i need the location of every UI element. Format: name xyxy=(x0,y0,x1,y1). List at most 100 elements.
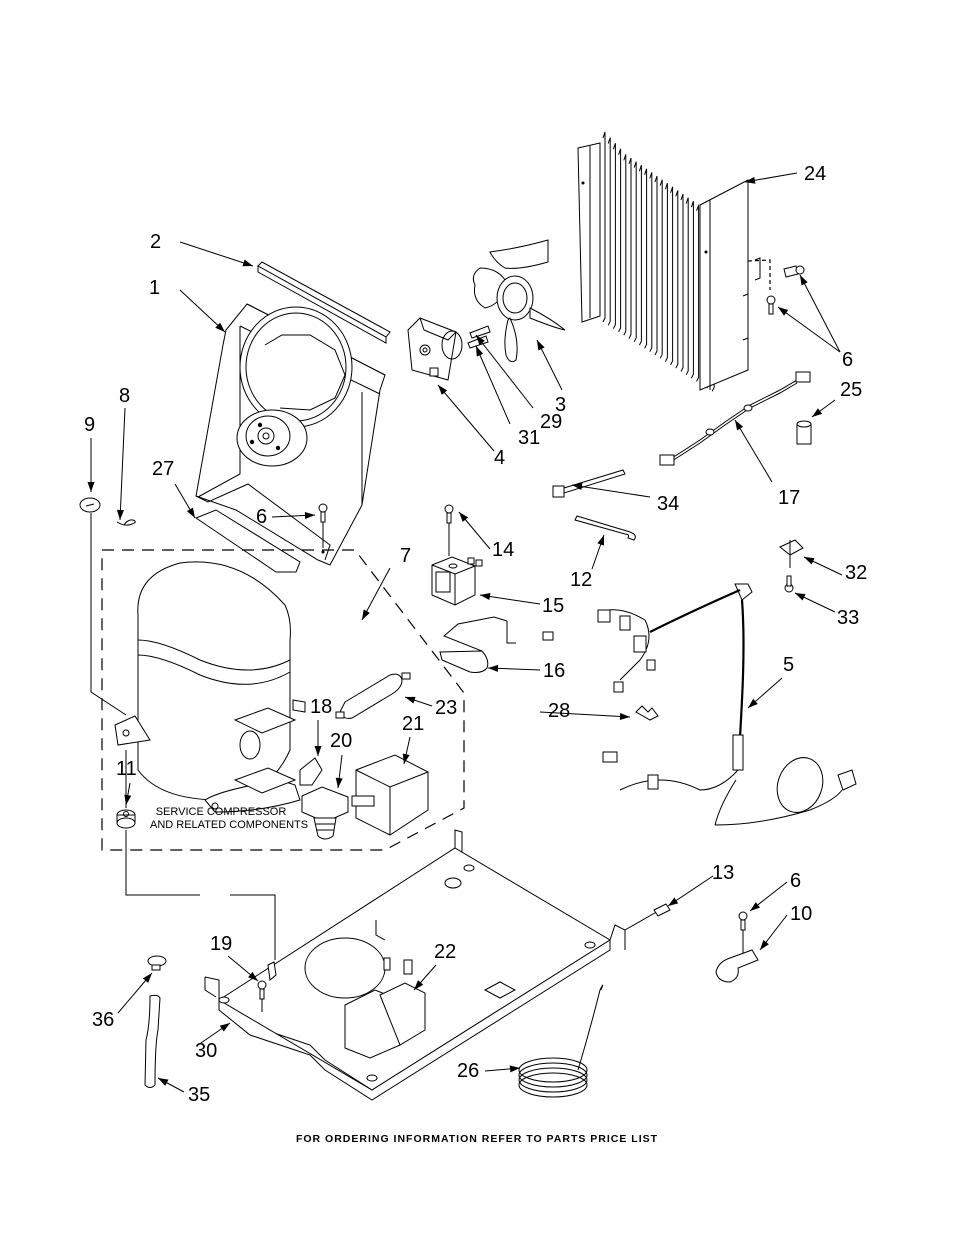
callout-26: 26 xyxy=(457,1060,480,1082)
leader-arrow-head xyxy=(142,973,152,983)
callout-6-shroud: 6 xyxy=(256,506,268,528)
callout-25: 25 xyxy=(840,379,863,401)
condenser-fin xyxy=(690,201,694,379)
callout-35: 35 xyxy=(188,1084,211,1106)
leader-arrow-head xyxy=(778,307,789,316)
leader-arrow-head xyxy=(405,696,416,704)
group-note-line-1: SERVICE COMPRESSOR xyxy=(155,806,287,818)
condenser-fin xyxy=(664,183,668,362)
part-screw-13 xyxy=(653,903,671,917)
condenser-fin xyxy=(628,157,632,339)
leader-arrow-head xyxy=(760,939,769,950)
part-solenoid-coil xyxy=(431,556,483,606)
leader-arrow-head xyxy=(668,897,679,906)
part-condenser xyxy=(577,131,771,392)
condenser-fin xyxy=(644,168,648,349)
leader-arrow-line xyxy=(777,306,841,353)
leader-arrow-line xyxy=(475,334,534,409)
condenser-fin xyxy=(649,172,653,352)
part-compressor xyxy=(114,561,306,813)
callout-36: 36 xyxy=(92,1009,115,1031)
leader-arrow-line xyxy=(571,484,651,498)
group-note-line-2: AND RELATED COMPONENTS xyxy=(150,819,309,831)
part-cable-tie xyxy=(552,469,626,498)
callout-18: 18 xyxy=(310,696,333,718)
leader-arrow-head xyxy=(215,322,225,332)
callout-27: 27 xyxy=(152,458,175,480)
leader-arrow-head xyxy=(124,794,132,805)
callout-24: 24 xyxy=(804,163,827,185)
leader-arrow-line xyxy=(119,407,126,521)
callout-8: 8 xyxy=(119,385,131,407)
leader-arrow-head xyxy=(87,482,95,492)
condenser-fin xyxy=(623,154,627,336)
footer-note: FOR ORDERING INFORMATION REFER TO PARTS … xyxy=(295,1133,659,1145)
leader-line-9-to-compressor xyxy=(90,513,127,716)
callout-16: 16 xyxy=(543,660,566,682)
condenser-fin xyxy=(696,204,700,382)
part-clip-18 xyxy=(299,757,323,786)
callout-2: 2 xyxy=(150,231,162,253)
part-screws-6-condenser xyxy=(766,265,805,315)
leader-arrow-head xyxy=(745,176,756,184)
part-wire-harness-5 xyxy=(542,583,857,826)
part-grommet-11 xyxy=(116,809,136,829)
part-bracket-27 xyxy=(194,509,301,573)
condenser-fin xyxy=(670,186,674,366)
callout-31: 31 xyxy=(518,427,541,449)
leader-arrow-head xyxy=(459,512,469,522)
part-cover xyxy=(351,754,429,836)
leader-arrow-head xyxy=(804,557,815,565)
callout-6-clamp: 6 xyxy=(790,870,802,892)
condenser-fin xyxy=(654,175,658,356)
leader-arrow-line xyxy=(437,384,495,452)
part-clamp-32 xyxy=(779,539,804,568)
group-note: SERVICE COMPRESSOR AND RELATED COMPONENT… xyxy=(150,806,309,832)
leader-arrow-head xyxy=(750,902,761,911)
leader-arrow-head xyxy=(314,746,322,756)
part-fan-blade xyxy=(472,239,566,363)
condenser-fin xyxy=(638,165,642,346)
condenser-fin xyxy=(675,190,679,369)
condenser-fin xyxy=(680,193,684,372)
leader-arrow-line xyxy=(179,241,254,267)
part-clamp-10 xyxy=(715,949,759,983)
callout-4: 4 xyxy=(494,447,506,469)
leader-arrow-line xyxy=(179,289,226,333)
leader-line-base-mount xyxy=(230,894,276,960)
leader-arrow-head xyxy=(248,971,258,981)
part-screw-19 xyxy=(257,980,267,1012)
part-clip-28 xyxy=(635,705,659,721)
leader-arrow-head xyxy=(304,511,315,519)
callout-19: 19 xyxy=(210,933,233,955)
callout-30: 30 xyxy=(195,1040,218,1062)
leader-arrow-head xyxy=(335,777,343,788)
condenser-fin xyxy=(607,137,611,326)
callout-34: 34 xyxy=(657,493,680,515)
condenser-fin xyxy=(618,148,622,333)
leader-arrow-line xyxy=(799,274,841,353)
callout-21: 21 xyxy=(402,713,425,735)
condenser-fin xyxy=(633,161,637,343)
group-boundary-dashed xyxy=(101,549,465,851)
leader-arrow-line xyxy=(539,711,631,718)
part-screw-6-shroud xyxy=(318,503,328,554)
part-capacitor xyxy=(796,420,812,445)
part-screw-14 xyxy=(444,504,454,556)
leader-line-11-to-base xyxy=(125,830,200,896)
part-wire-harness-17 xyxy=(659,371,811,466)
part-fan-motor xyxy=(407,317,463,381)
leader-arrow-head xyxy=(812,408,823,417)
leader-arrow-head xyxy=(735,420,744,431)
leader-arrow-head xyxy=(476,346,484,357)
leader-arrow-head xyxy=(480,593,491,600)
callout-1: 1 xyxy=(149,277,161,299)
condenser-fin xyxy=(685,197,689,376)
callout-20: 20 xyxy=(330,730,353,752)
callout-14: 14 xyxy=(492,539,515,561)
leader-arrow-head xyxy=(619,712,630,720)
callout-12: 12 xyxy=(570,569,593,591)
leader-arrow-head xyxy=(488,664,499,672)
